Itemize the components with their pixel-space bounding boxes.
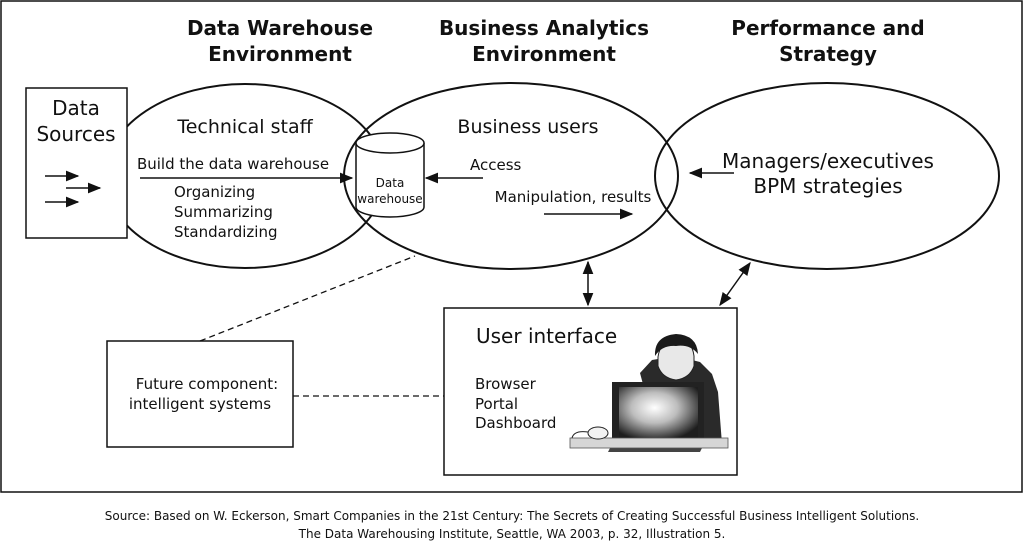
data-sources-line1: Data xyxy=(52,96,100,120)
data-warehouse-line1: Data xyxy=(376,176,405,190)
data-sources-line2: Sources xyxy=(36,122,115,146)
manipulation-results-label: Manipulation, results xyxy=(495,188,652,206)
ui-item-browser: Browser xyxy=(475,375,537,393)
bpm-strategies-label: BPM strategies xyxy=(753,174,902,198)
build-dw-label: Build the data warehouse xyxy=(137,155,329,173)
source-caption-line2: The Data Warehousing Institute, Seattle,… xyxy=(298,527,726,541)
data-warehouse-cylinder-icon xyxy=(355,132,425,218)
future-component-line2: intelligent systems xyxy=(129,395,271,413)
managers-executives-label: Managers/executives xyxy=(722,149,934,173)
data-sources-box xyxy=(25,87,128,239)
header-ps-line1: Performance and xyxy=(731,16,924,40)
business-users-label: Business users xyxy=(457,116,598,138)
step-organizing: Organizing xyxy=(174,183,255,201)
header-dw-line1: Data Warehouse xyxy=(187,16,373,40)
ui-item-dashboard: Dashboard xyxy=(475,414,556,432)
header-dw-line2: Environment xyxy=(208,42,352,66)
ui-item-portal: Portal xyxy=(475,395,518,413)
future-component-box xyxy=(106,340,294,448)
header-ps-line2: Strategy xyxy=(779,42,877,66)
source-caption-line1: Source: Based on W. Eckerson, Smart Comp… xyxy=(104,509,920,523)
header-ba-line2: Environment xyxy=(472,42,616,66)
user-interface-title: User interface xyxy=(476,324,617,348)
header-ba-line1: Business Analytics xyxy=(439,16,649,40)
data-warehouse-line2: warehouse xyxy=(357,192,422,206)
future-to-warehouse-dashed-line xyxy=(199,255,416,342)
future-component-line1: Future component: xyxy=(136,375,278,393)
ps-to-ui-arrow xyxy=(719,261,751,307)
step-summarizing: Summarizing xyxy=(174,203,273,221)
diagram-frame xyxy=(0,0,1023,493)
performance-ellipse xyxy=(654,82,1000,270)
access-label: Access xyxy=(470,156,522,174)
step-standardizing: Standardizing xyxy=(174,223,277,241)
person-at-computer-icon xyxy=(569,334,729,452)
technical-staff-label: Technical staff xyxy=(176,116,313,138)
